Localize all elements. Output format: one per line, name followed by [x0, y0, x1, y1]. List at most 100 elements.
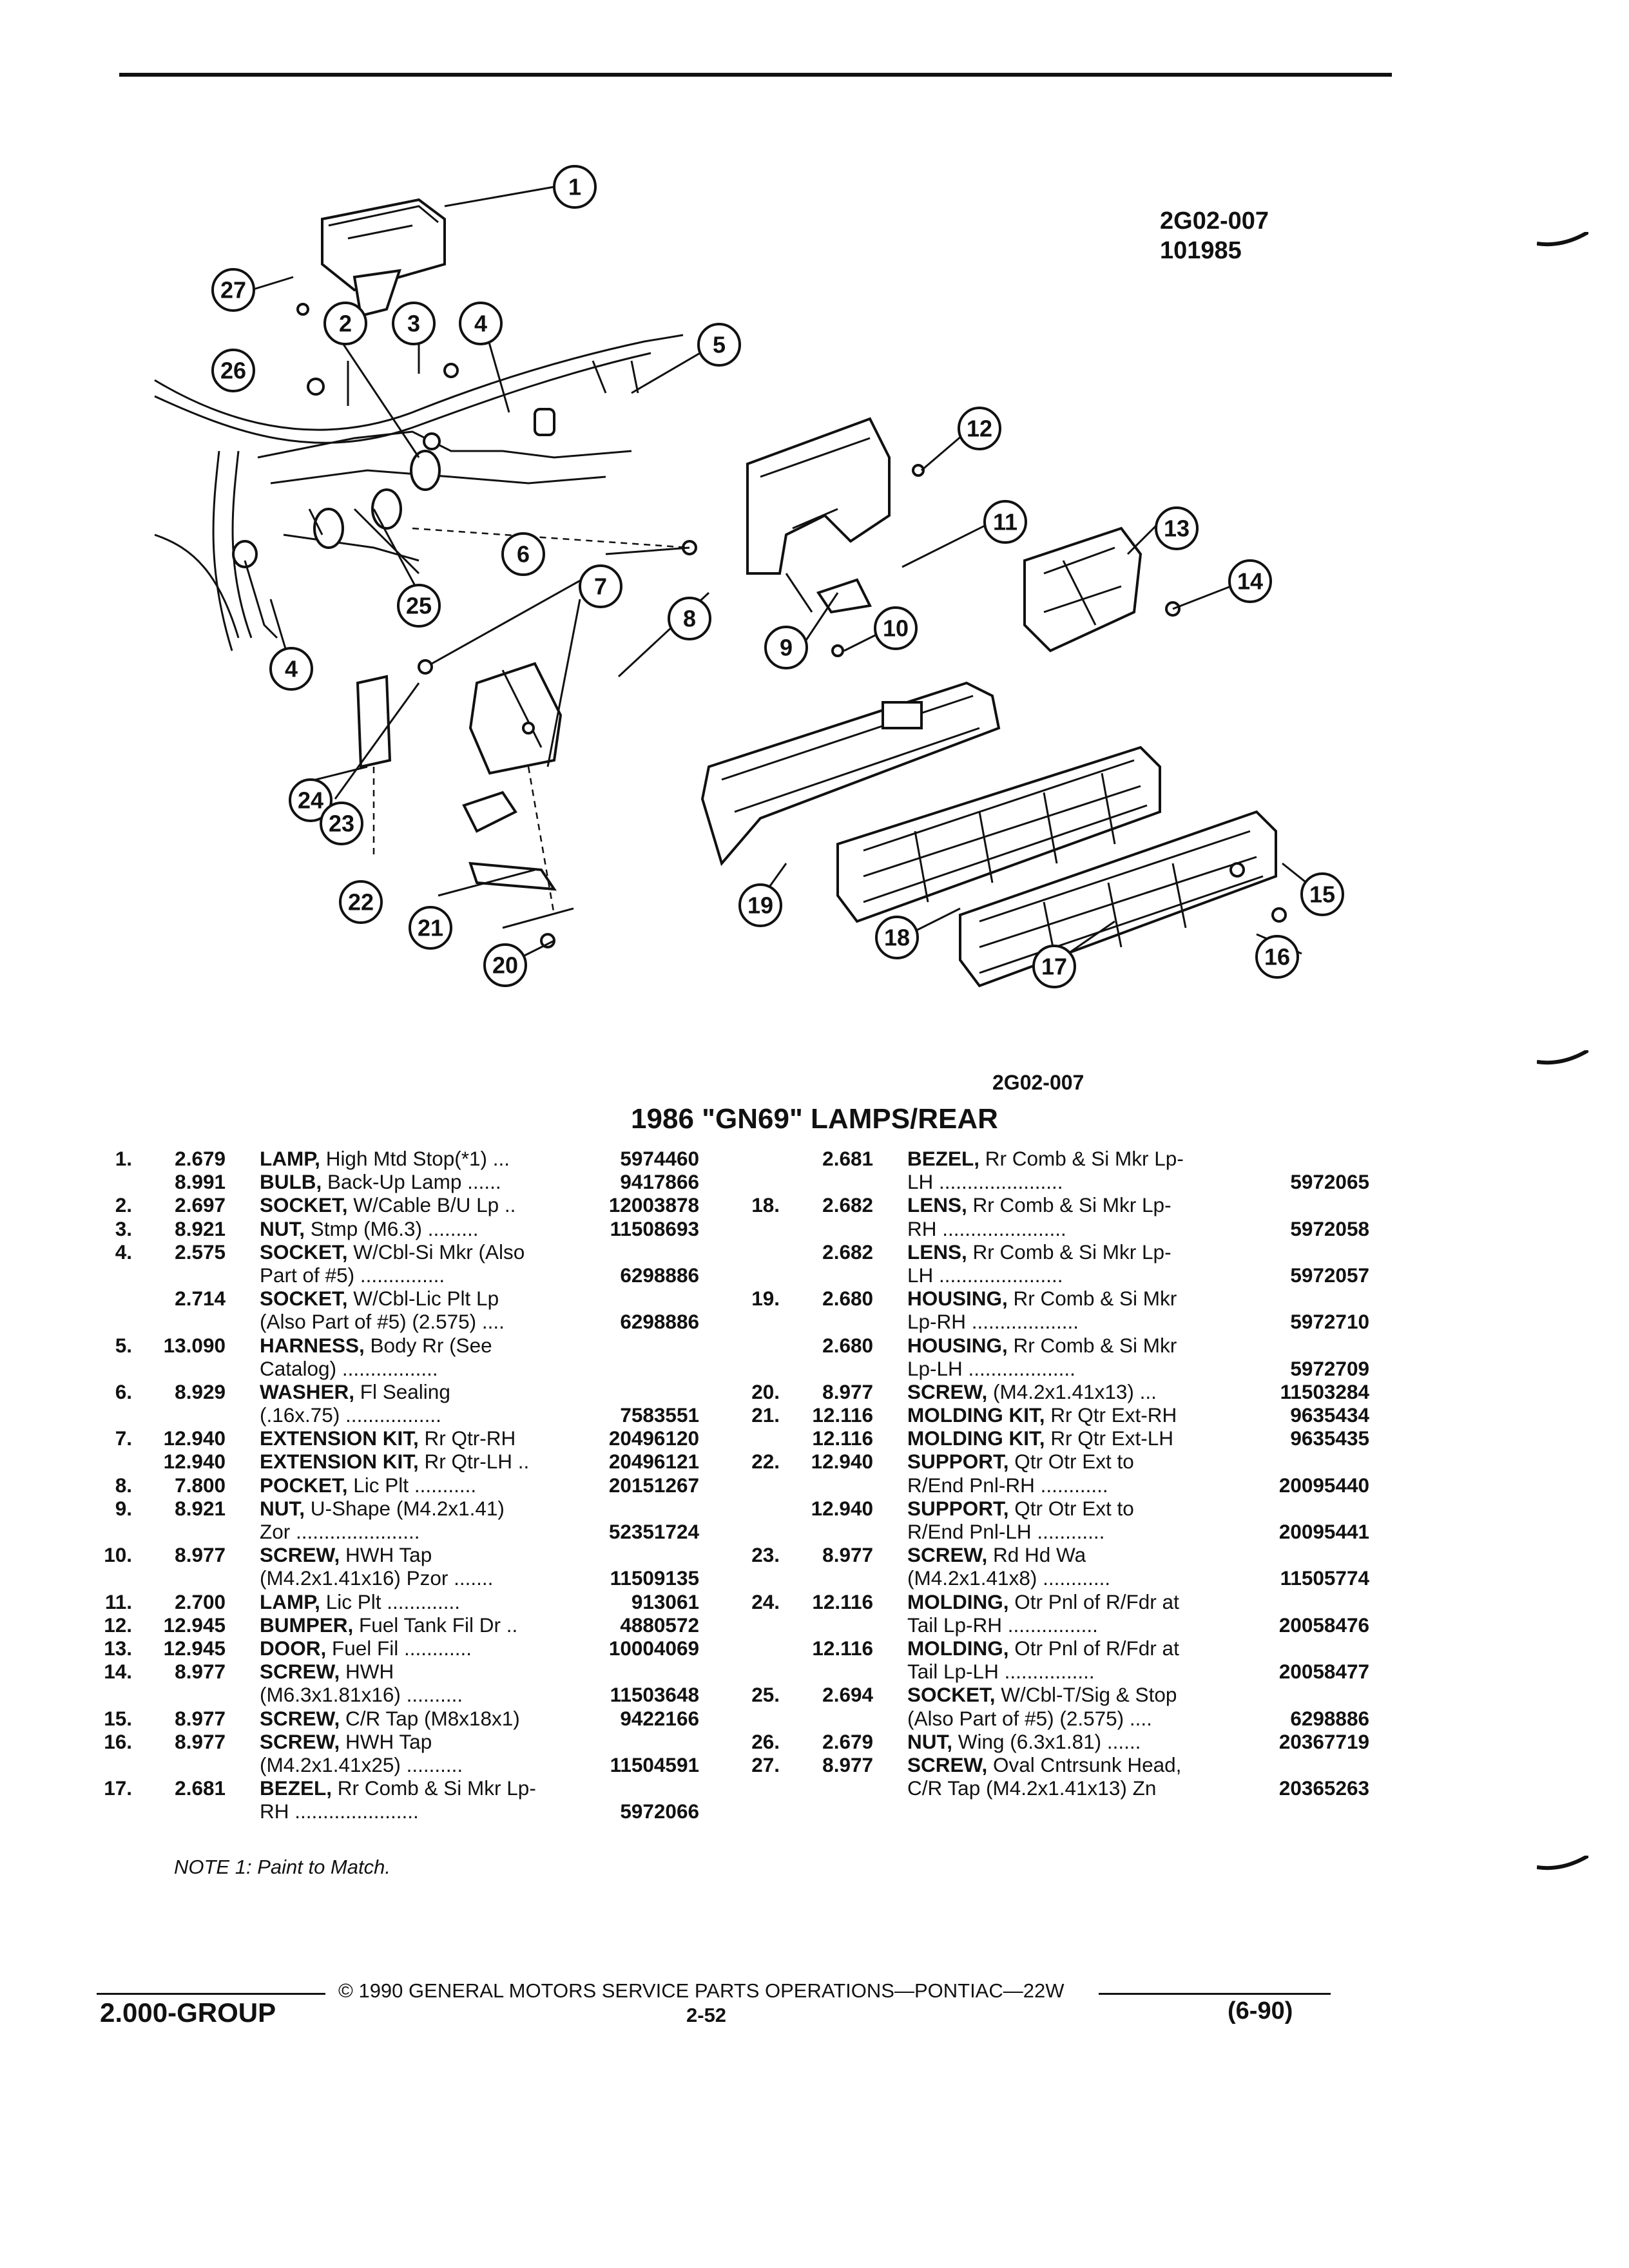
part-name: NUT,: [260, 1216, 305, 1240]
part-detail: HWH: [340, 1660, 394, 1684]
part-name: SCREW,: [260, 1660, 340, 1684]
footer-rule-right: [1099, 1993, 1331, 1995]
part-number: 11503648: [606, 1683, 699, 1707]
body-panel-illustration: [154, 334, 684, 651]
callout-7: 7: [579, 564, 622, 608]
part-detail: U-Shape (M4.2x1.41): [305, 1496, 505, 1520]
item-number: 11.: [104, 1590, 132, 1613]
fuel-door-illustration: [1023, 526, 1142, 653]
part-name: SUPPORT,: [907, 1450, 1009, 1474]
part-detail: Lp-RH ...................: [907, 1310, 1079, 1334]
part-number: 20058476: [1275, 1613, 1369, 1637]
svg-text:4: 4: [285, 656, 298, 682]
part-description: SOCKET, W/Cbl-Si Mkr (Also: [260, 1240, 699, 1264]
part-description: HOUSING, Rr Comb & Si Mkr: [907, 1287, 1369, 1310]
part-description: R/End Pnl-RH ............: [907, 1474, 1369, 1497]
footer-group: 2.000-GROUP: [100, 1997, 276, 2028]
callout-8: 8: [668, 597, 711, 640]
part-number: 20496121: [604, 1450, 699, 1474]
part-number: 9635435: [1286, 1427, 1369, 1450]
part-detail: Rr Comb & Si Mkr Lp-: [967, 1240, 1171, 1264]
part-detail: Lp-LH ...................: [907, 1356, 1075, 1380]
svg-text:16: 16: [1264, 944, 1290, 970]
part-detail: (Also Part of #5) (2.575) ....: [907, 1706, 1152, 1730]
parts-row: Catalog) .................: [84, 1357, 699, 1380]
part-detail: Catalog) .................: [260, 1356, 438, 1380]
svg-text:26: 26: [220, 358, 246, 384]
part-detail: Fl Sealing: [354, 1379, 450, 1403]
part-number: 20058477: [1275, 1660, 1369, 1684]
part-name: HARNESS,: [260, 1333, 365, 1357]
tail-lamp-bezel-illustration: [959, 810, 1277, 988]
callout-4-bottom: 4: [269, 647, 313, 691]
group-number: 8.977: [822, 1543, 873, 1567]
part-detail: W/Cbl-Si Mkr (Also: [347, 1240, 525, 1264]
item-number: 8.: [115, 1473, 132, 1497]
part-detail: W/Cbl-Lic Plt Lp: [347, 1287, 499, 1311]
group-number: 2.679: [822, 1729, 873, 1753]
parts-row: Tail Lp-LH ................ 20058477: [731, 1660, 1369, 1684]
group-number: 2.682: [822, 1240, 873, 1264]
parts-row: (M4.2x1.41x16) Pzor .......11509135: [84, 1566, 699, 1590]
part-description: R/End Pnl-LH ............: [907, 1520, 1369, 1543]
part-name: LENS,: [907, 1193, 967, 1217]
group-number: 2.680: [822, 1287, 873, 1311]
parts-row: Lp-LH ...................5972709: [731, 1356, 1369, 1380]
part-number: 11504591: [606, 1753, 699, 1777]
part-detail: W/Cable B/U Lp ..: [347, 1193, 516, 1217]
part-description: SCREW, (M4.2x1.41x13) ...: [907, 1380, 1369, 1403]
parts-row: LH ......................5972065: [731, 1170, 1369, 1194]
part-description: HOUSING, Rr Comb & Si Mkr: [907, 1334, 1369, 1357]
part-name: DOOR,: [260, 1636, 327, 1660]
part-description: LENS, Rr Comb & Si Mkr Lp-: [907, 1240, 1369, 1264]
fasteners-illustration: [296, 303, 1287, 948]
part-description: HARNESS, Body Rr (See: [260, 1334, 699, 1357]
callout-1: 1: [553, 165, 597, 209]
group-number: 2.697: [175, 1193, 226, 1217]
svg-text:25: 25: [406, 593, 432, 619]
part-description: Tail Lp-LH ................: [907, 1660, 1369, 1683]
part-description: EXTENSION KIT, Rr Qtr-LH ..: [260, 1450, 699, 1473]
item-number: 2.: [115, 1193, 132, 1217]
part-description: MOLDING, Otr Pnl of R/Fdr at: [907, 1637, 1369, 1660]
group-number: 2.681: [822, 1147, 873, 1170]
group-number: 8.921: [175, 1496, 226, 1520]
part-description: (Also Part of #5) (2.575) ....: [260, 1310, 699, 1333]
svg-text:1: 1: [568, 174, 581, 200]
part-detail: Stmp (M6.3) .........: [305, 1216, 479, 1240]
group-number: 12.940: [163, 1450, 226, 1474]
part-description: RH ......................: [260, 1800, 699, 1823]
part-number: 913061: [627, 1590, 699, 1613]
part-detail: Tail Lp-LH ................: [907, 1660, 1095, 1684]
part-description: Part of #5) ...............: [260, 1264, 699, 1287]
parts-row: R/End Pnl-RH ............20095440: [731, 1473, 1369, 1497]
part-description: Lp-LH ...................: [907, 1357, 1369, 1380]
part-name: SUPPORT,: [907, 1496, 1009, 1520]
part-name: HOUSING,: [907, 1333, 1008, 1357]
part-description: DOOR, Fuel Fil ............: [260, 1637, 699, 1660]
parts-row: Part of #5) ...............6298886: [84, 1263, 699, 1287]
callouts: 1 27 2 3 4 5 26 12 11 13 6 14 7 25 8 10 …: [211, 165, 1344, 988]
part-name: BUMPER,: [260, 1613, 354, 1637]
svg-text:20: 20: [492, 952, 518, 979]
item-number: 20.: [751, 1379, 780, 1403]
svg-text:9: 9: [780, 635, 793, 661]
item-number: 4.: [115, 1240, 132, 1264]
part-name: EXTENSION KIT,: [260, 1450, 419, 1474]
group-number: 7.800: [175, 1473, 226, 1497]
parts-row: (Also Part of #5) (2.575) ....6298886: [731, 1706, 1369, 1730]
callout-6: 6: [501, 532, 545, 576]
part-name: BEZEL,: [907, 1147, 980, 1170]
part-number: 5972710: [1286, 1310, 1369, 1334]
parts-row: 12.940 EXTENSION KIT, Rr Qtr-LH ..2049612…: [84, 1450, 699, 1474]
page-title: 1986 "GN69" LAMPS/REAR: [631, 1103, 998, 1135]
part-name: POCKET,: [260, 1473, 348, 1497]
